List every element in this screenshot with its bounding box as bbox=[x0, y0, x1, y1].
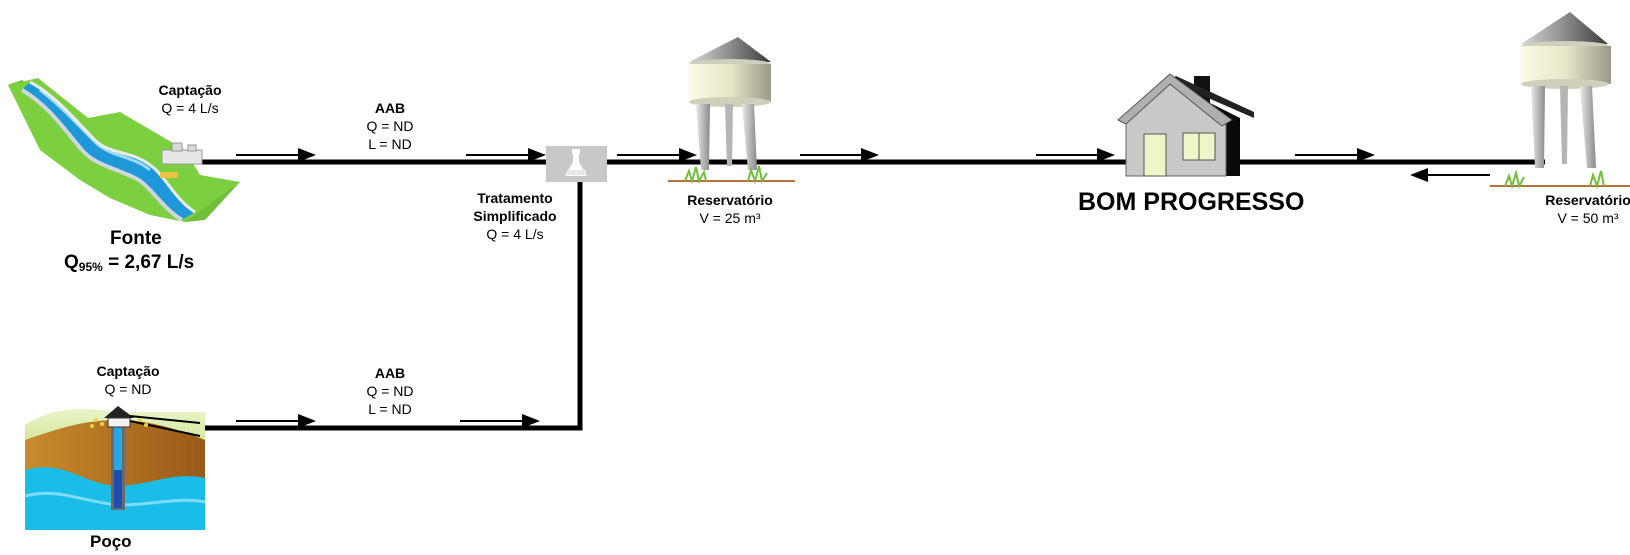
arrow-right-icon bbox=[236, 414, 316, 428]
aab-bottom-length: L = ND bbox=[368, 401, 412, 417]
tratamento-line2: Simplificado bbox=[473, 208, 557, 224]
reservatorio-1-label: Reservatório V = 25 m³ bbox=[670, 191, 790, 227]
aab-top-length: L = ND bbox=[368, 136, 412, 152]
lab-flask-icon bbox=[546, 146, 607, 182]
tratamento-line1: Tratamento bbox=[477, 190, 553, 206]
captacao-fonte-title: Captação bbox=[158, 82, 222, 98]
captacao-poco-title: Captação bbox=[96, 363, 160, 379]
arrow-right-icon bbox=[1295, 148, 1375, 162]
captacao-fonte-label: Captação Q = 4 L/s bbox=[140, 81, 240, 117]
arrow-right-icon bbox=[617, 148, 697, 162]
aab-top-title: AAB bbox=[374, 100, 406, 116]
water-tower-icon bbox=[668, 37, 795, 185]
well-icon bbox=[24, 406, 206, 530]
reservatorio-2-volume: V = 50 m³ bbox=[1557, 210, 1619, 226]
pipeline-well bbox=[195, 174, 583, 431]
fonte-flow-value: = 2,67 L/s bbox=[108, 252, 195, 273]
city-name: BOM PROGRESSO bbox=[1078, 188, 1305, 216]
arrow-right-icon bbox=[1036, 148, 1115, 162]
fonte-name: Fonte bbox=[110, 228, 162, 249]
aab-top-flow: Q = ND bbox=[366, 118, 414, 134]
arrow-left-icon bbox=[1410, 168, 1490, 182]
fonte-flow: Q95% = 2,67 L/s bbox=[64, 252, 194, 274]
arrow-right-icon bbox=[466, 148, 546, 162]
reservatorio-1-volume: V = 25 m³ bbox=[699, 210, 761, 226]
house-icon bbox=[1117, 73, 1254, 177]
arrow-right-icon bbox=[800, 148, 879, 162]
aab-bottom-title: AAB bbox=[374, 365, 406, 381]
water-tower-icon bbox=[1490, 12, 1630, 190]
fonte-flow-label: Q bbox=[64, 252, 79, 273]
reservatorio-2-title: Reservatório bbox=[1545, 192, 1630, 208]
reservatorio-1-title: Reservatório bbox=[687, 192, 773, 208]
arrow-right-icon bbox=[236, 148, 316, 162]
captacao-poco-label: Captação Q = ND bbox=[78, 362, 178, 398]
captacao-poco-flow: Q = ND bbox=[104, 381, 152, 397]
tratamento-flow: Q = 4 L/s bbox=[486, 226, 544, 242]
river-source-icon bbox=[8, 78, 240, 222]
captacao-fonte-flow: Q = 4 L/s bbox=[161, 100, 219, 116]
arrow-right-icon bbox=[460, 414, 540, 428]
poco-name: Poço bbox=[90, 532, 132, 551]
reservatorio-2-label: Reservatório V = 50 m³ bbox=[1528, 191, 1630, 227]
tratamento-label: Tratamento Simplificado Q = 4 L/s bbox=[455, 189, 575, 243]
aab-top-label: AAB Q = ND L = ND bbox=[340, 99, 440, 153]
aab-bottom-label: AAB Q = ND L = ND bbox=[340, 364, 440, 418]
fonte-flow-sub: 95% bbox=[78, 260, 103, 274]
aab-bottom-flow: Q = ND bbox=[366, 383, 414, 399]
